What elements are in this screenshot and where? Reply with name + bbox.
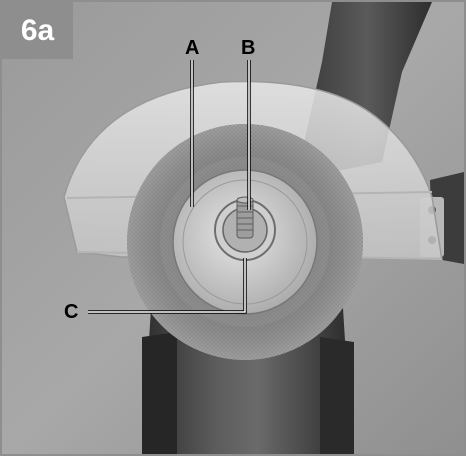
figure-number-badge: 6a	[2, 2, 73, 59]
callout-label-b: B	[241, 37, 256, 59]
leader-c	[88, 258, 246, 313]
callout-label-c: C	[64, 301, 79, 323]
callout-label-a: A	[185, 37, 200, 59]
